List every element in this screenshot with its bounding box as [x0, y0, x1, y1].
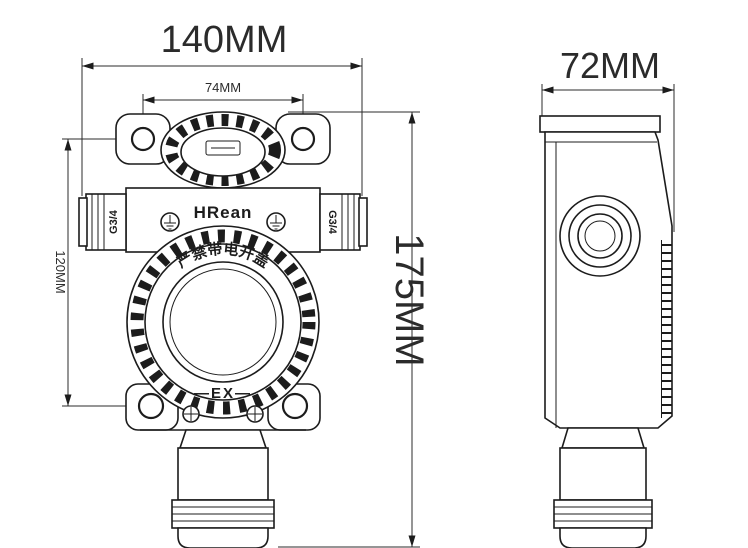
ground-symbol-right — [266, 212, 286, 232]
dimension-mount-width: 74MM — [142, 80, 304, 118]
thread-label-left: G3/4 — [108, 209, 120, 234]
bracket-screw-right — [246, 405, 264, 423]
dimension-mount-height: 120MM — [53, 138, 128, 407]
dimension-total-height: 175MM — [278, 111, 431, 548]
side-sensor-cylinder — [553, 427, 653, 548]
mount-hole-bottom-right — [281, 392, 309, 420]
mount-hole-top-left — [130, 126, 156, 152]
conduit-left: G3/4 — [78, 193, 127, 251]
side-view — [539, 115, 673, 548]
window-inner-ring — [169, 268, 277, 376]
front-sensor-cylinder — [171, 429, 275, 548]
sensor-bottom-cap-side — [559, 527, 647, 548]
brand-label: HRean — [194, 203, 253, 222]
cap-knurl-ring — [165, 114, 281, 186]
dim-label-total-height: 175MM — [387, 233, 431, 366]
front-view: G3/4 G3/4 HRean — [78, 111, 368, 548]
bracket-screw-left — [182, 405, 200, 423]
conduit-right: G3/4 — [319, 193, 368, 251]
ground-symbol-left — [160, 212, 180, 232]
conduit-right-flange — [358, 197, 368, 247]
ex-label: —EX— — [194, 385, 252, 402]
mount-hole-bottom-left — [137, 392, 165, 420]
side-top-lip — [539, 115, 661, 133]
body-knurl-ring — [130, 229, 316, 415]
thread-label-right: G3/4 — [326, 210, 338, 235]
side-sensor-boss — [559, 195, 641, 277]
dim-label-mount-height: 120MM — [53, 250, 68, 293]
side-body-outline — [544, 131, 673, 429]
dim-label-total-depth: 72MM — [560, 45, 660, 86]
front-round-body: 严禁带电开盖 —EX— — [126, 225, 320, 419]
dimension-total-depth: 72MM — [541, 45, 675, 232]
dim-label-total-width: 140MM — [161, 19, 288, 61]
side-terminal-fins — [661, 240, 673, 418]
front-top-cap — [160, 111, 286, 189]
sensor-bottom-cap-front — [177, 527, 269, 548]
front-mount-ear-left — [115, 113, 171, 165]
mount-hole-top-right — [290, 126, 316, 152]
dim-label-mount-width: 74MM — [205, 80, 241, 95]
window-outer-ring — [162, 261, 284, 383]
conduit-left-flange — [78, 197, 88, 247]
dimension-total-width: 140MM — [81, 19, 363, 196]
